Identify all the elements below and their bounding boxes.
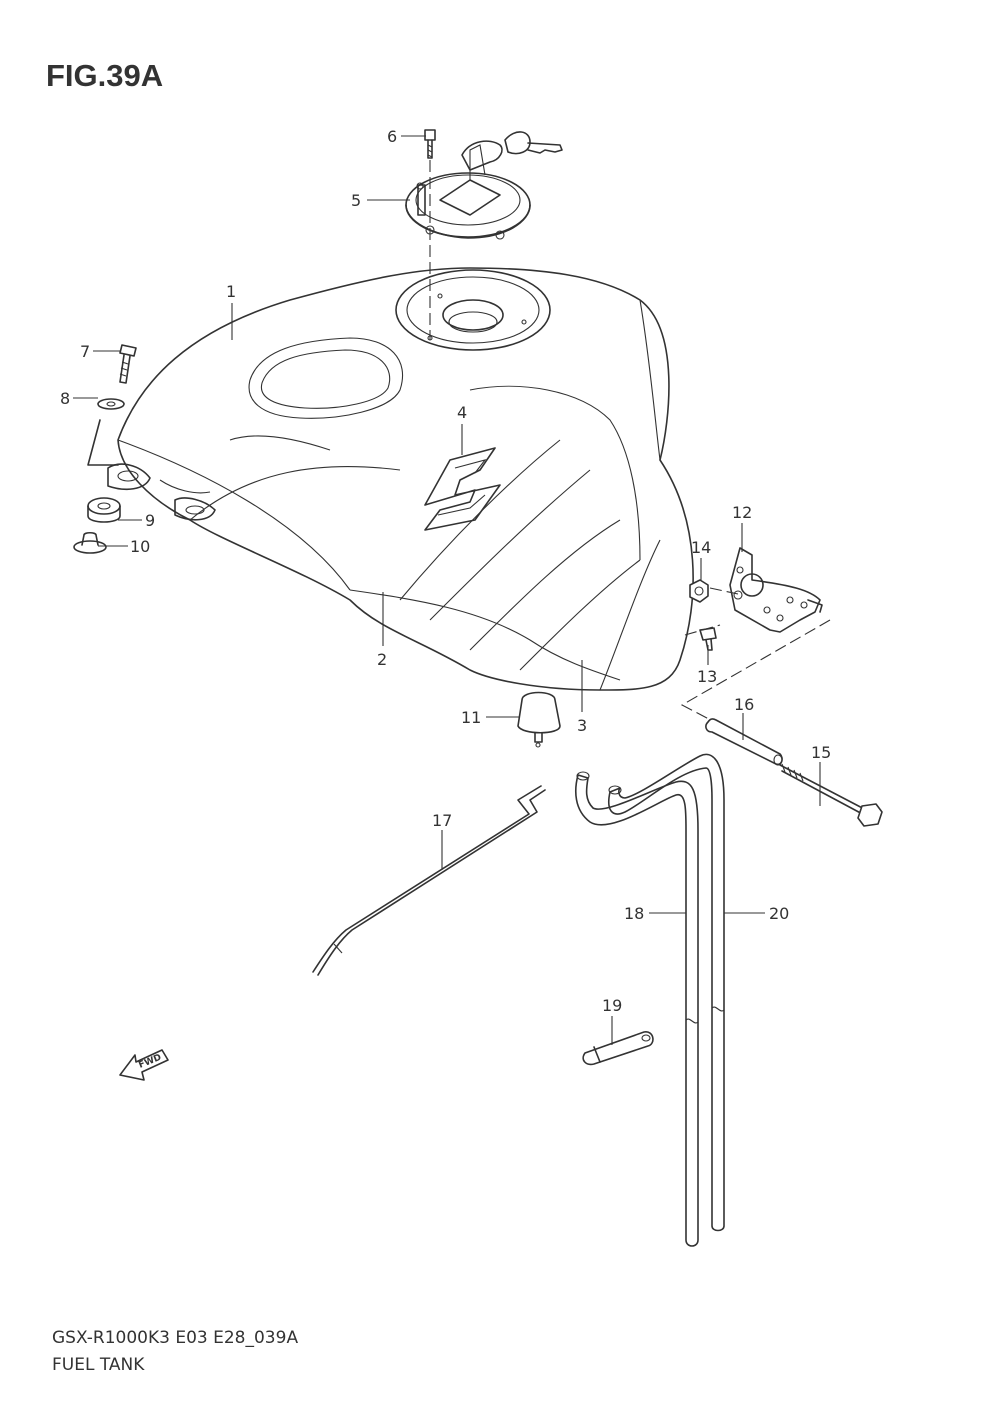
breather-hose: [608, 753, 725, 1232]
callout-3: 3: [577, 716, 587, 735]
callout-1: 1: [226, 282, 236, 301]
callout-2: 2: [377, 650, 387, 669]
model-code: GSX-R1000K3 E03 E28_039A: [52, 1328, 299, 1348]
callout-16: 16: [734, 695, 754, 714]
forward-direction-arrow: FWD: [119, 1049, 169, 1081]
front-bolt: [119, 344, 137, 384]
callout-15: 15: [811, 743, 831, 762]
fuel-cap-assembly: [405, 131, 563, 240]
pivot-bolt: [779, 763, 883, 827]
callout-8: 8: [60, 389, 70, 408]
washer: [97, 398, 125, 410]
callout-14: 14: [691, 538, 711, 557]
fuel-tank-body: [107, 267, 694, 691]
callout-10: 10: [130, 537, 150, 556]
rubber-damper: [517, 691, 561, 748]
callout-numbers: 1 2 3 4 5 6 7 8 9 10 11 12 13 14 15 16 1…: [60, 127, 831, 1015]
breather-rod: [312, 785, 546, 976]
callout-leaders: [73, 135, 821, 1045]
callout-19: 19: [602, 996, 622, 1015]
callout-12: 12: [732, 503, 752, 522]
bracket-nut: [689, 579, 709, 603]
bracket-bolt: [699, 627, 717, 651]
tank-emblem: [424, 447, 501, 531]
callout-11: 11: [461, 708, 481, 727]
pivot-spacer: [705, 718, 783, 766]
callout-4: 4: [457, 403, 467, 422]
mount-cushion: [87, 497, 121, 523]
callout-6: 6: [387, 127, 397, 146]
callout-17: 17: [432, 811, 452, 830]
front-bolt-leader: [87, 419, 119, 466]
hose-clamp: [582, 1031, 654, 1066]
figure-title: FIG.39A: [46, 58, 164, 93]
callout-9: 9: [145, 511, 155, 530]
callout-13: 13: [697, 667, 717, 686]
cap-screw: [424, 129, 436, 159]
callout-7: 7: [80, 342, 90, 361]
callout-5: 5: [351, 191, 361, 210]
callout-20: 20: [769, 904, 789, 923]
rear-bracket: [729, 547, 823, 633]
mount-collar: [73, 531, 107, 554]
part-name: FUEL TANK: [52, 1355, 145, 1375]
callout-18: 18: [624, 904, 644, 923]
drain-hose: [575, 771, 699, 1247]
